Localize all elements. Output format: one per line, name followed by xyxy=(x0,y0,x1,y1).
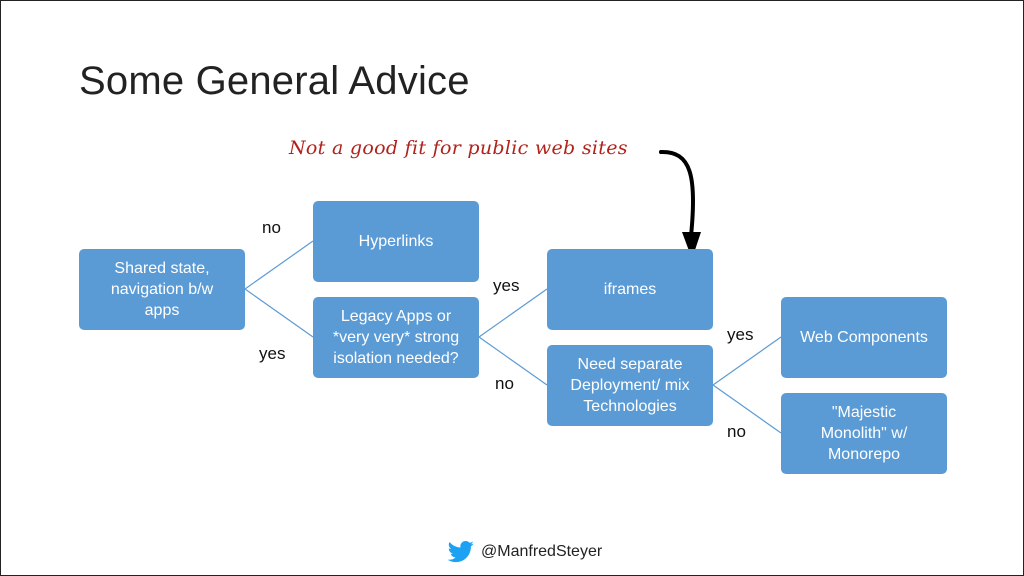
page-title: Some General Advice xyxy=(79,59,470,103)
annotation-arrowhead xyxy=(682,232,701,259)
annotation-arrow xyxy=(659,149,696,238)
connector-deployment-monolith xyxy=(712,384,782,434)
node-iframes: iframes xyxy=(547,249,713,330)
node-majestic-monolith: "Majestic Monolith" w/ Monorepo xyxy=(781,393,947,474)
footer: @ManfredSteyer xyxy=(447,541,602,563)
node-legacy-apps: Legacy Apps or *very very* strong isolat… xyxy=(313,297,479,378)
connector-deployment-webcomponents xyxy=(712,336,782,386)
twitter-bird-icon xyxy=(447,541,474,563)
node-shared-state: Shared state, navigation b/w apps xyxy=(79,249,245,330)
connector-shared-hyperlinks xyxy=(244,240,314,290)
node-web-components: Web Components xyxy=(781,297,947,378)
twitter-handle: @ManfredSteyer xyxy=(481,543,603,560)
edge-label-no: no xyxy=(262,218,281,237)
edge-label-no: no xyxy=(495,374,514,393)
connector-legacy-iframes xyxy=(478,288,548,338)
edge-label-yes: yes xyxy=(259,344,286,363)
connector-shared-legacy xyxy=(244,288,314,338)
edge-label-yes: yes xyxy=(727,325,754,344)
edge-label-yes: yes xyxy=(493,276,520,295)
annotation-text: Not a good fit for public web sites xyxy=(289,137,628,159)
edge-label-no: no xyxy=(727,422,746,441)
node-hyperlinks: Hyperlinks xyxy=(313,201,479,282)
connector-legacy-deployment xyxy=(478,336,548,386)
node-separate-deployment: Need separate Deployment/ mix Technologi… xyxy=(547,345,713,426)
